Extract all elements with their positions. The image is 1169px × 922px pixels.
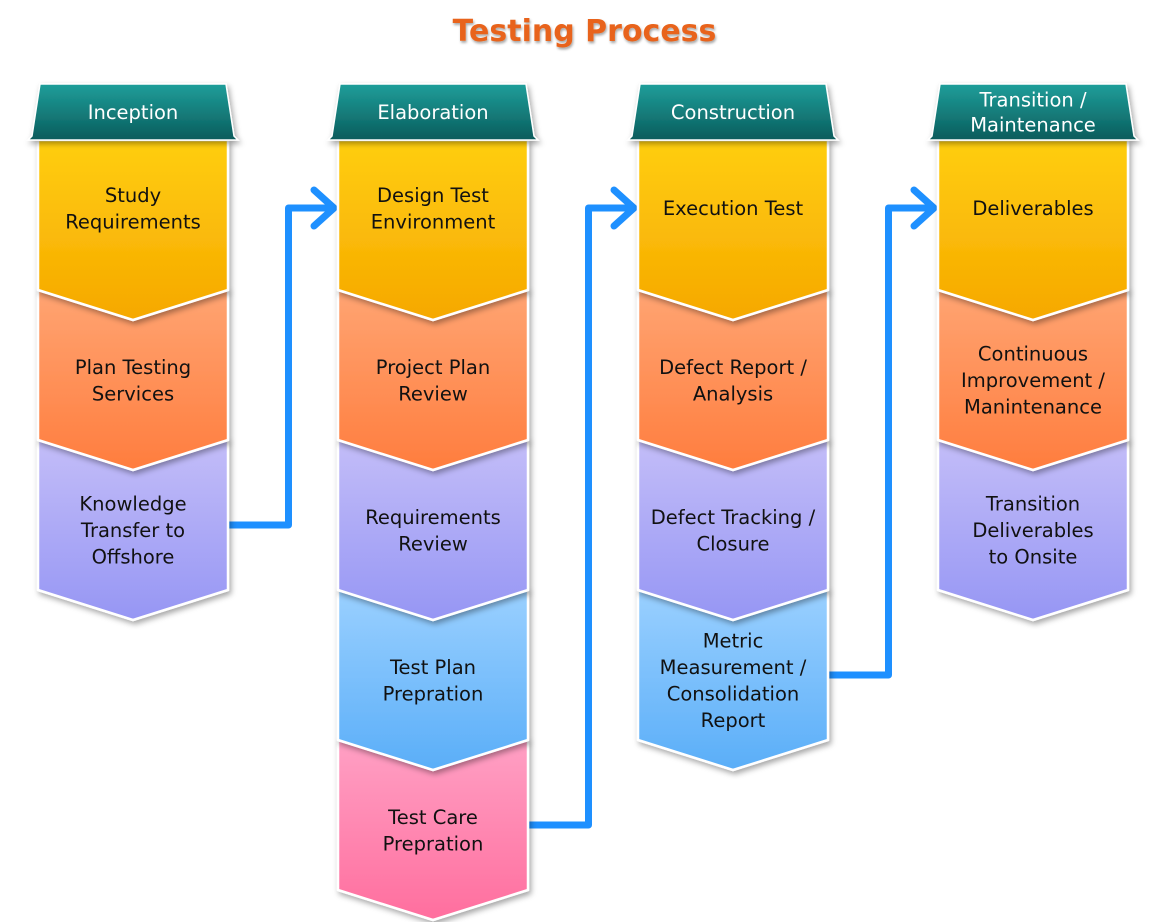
phase-header-tab	[626, 83, 840, 141]
connector-arrow	[228, 186, 338, 529]
connector-line	[828, 204, 932, 679]
step-label: Execution Test	[663, 197, 804, 220]
arrowhead-icon	[310, 186, 338, 230]
connector-arrow	[828, 186, 938, 679]
connector-arrow	[528, 186, 638, 829]
diagram-title: Testing Process	[453, 14, 717, 49]
connector-line	[228, 204, 332, 529]
connectors	[228, 186, 938, 829]
step-defect-report-analysis: Defect Report /Analysis	[636, 288, 830, 472]
step-execution-test: Execution Test	[636, 138, 830, 322]
step-label: Defect Tracking /Closure	[651, 506, 816, 556]
connector-line	[528, 204, 632, 829]
phase-header-tab	[326, 83, 540, 141]
phase-header: Elaboration	[326, 83, 540, 141]
phase-header-label: Inception	[88, 101, 179, 124]
arrowhead-icon	[910, 186, 938, 230]
phase-header-tab	[926, 83, 1140, 141]
phase-header: Construction	[626, 83, 840, 141]
step-label: Deliverables	[972, 197, 1093, 220]
step-defect-tracking-closure: Defect Tracking /Closure	[636, 438, 830, 622]
phase-header: Transition /Maintenance	[926, 83, 1140, 141]
phase-header-label: Transition /Maintenance	[970, 89, 1096, 137]
step-shape	[936, 138, 1130, 322]
step-label: Defect Report /Analysis	[659, 356, 807, 406]
phase-header-label: Construction	[671, 101, 795, 124]
arrowhead-icon	[610, 186, 638, 230]
phase-header-tab	[26, 83, 240, 141]
phase-header: Inception	[26, 83, 240, 141]
phase-header-label: Elaboration	[377, 101, 488, 124]
step-shape	[636, 138, 830, 322]
step-deliverables: Deliverables	[936, 138, 1130, 322]
